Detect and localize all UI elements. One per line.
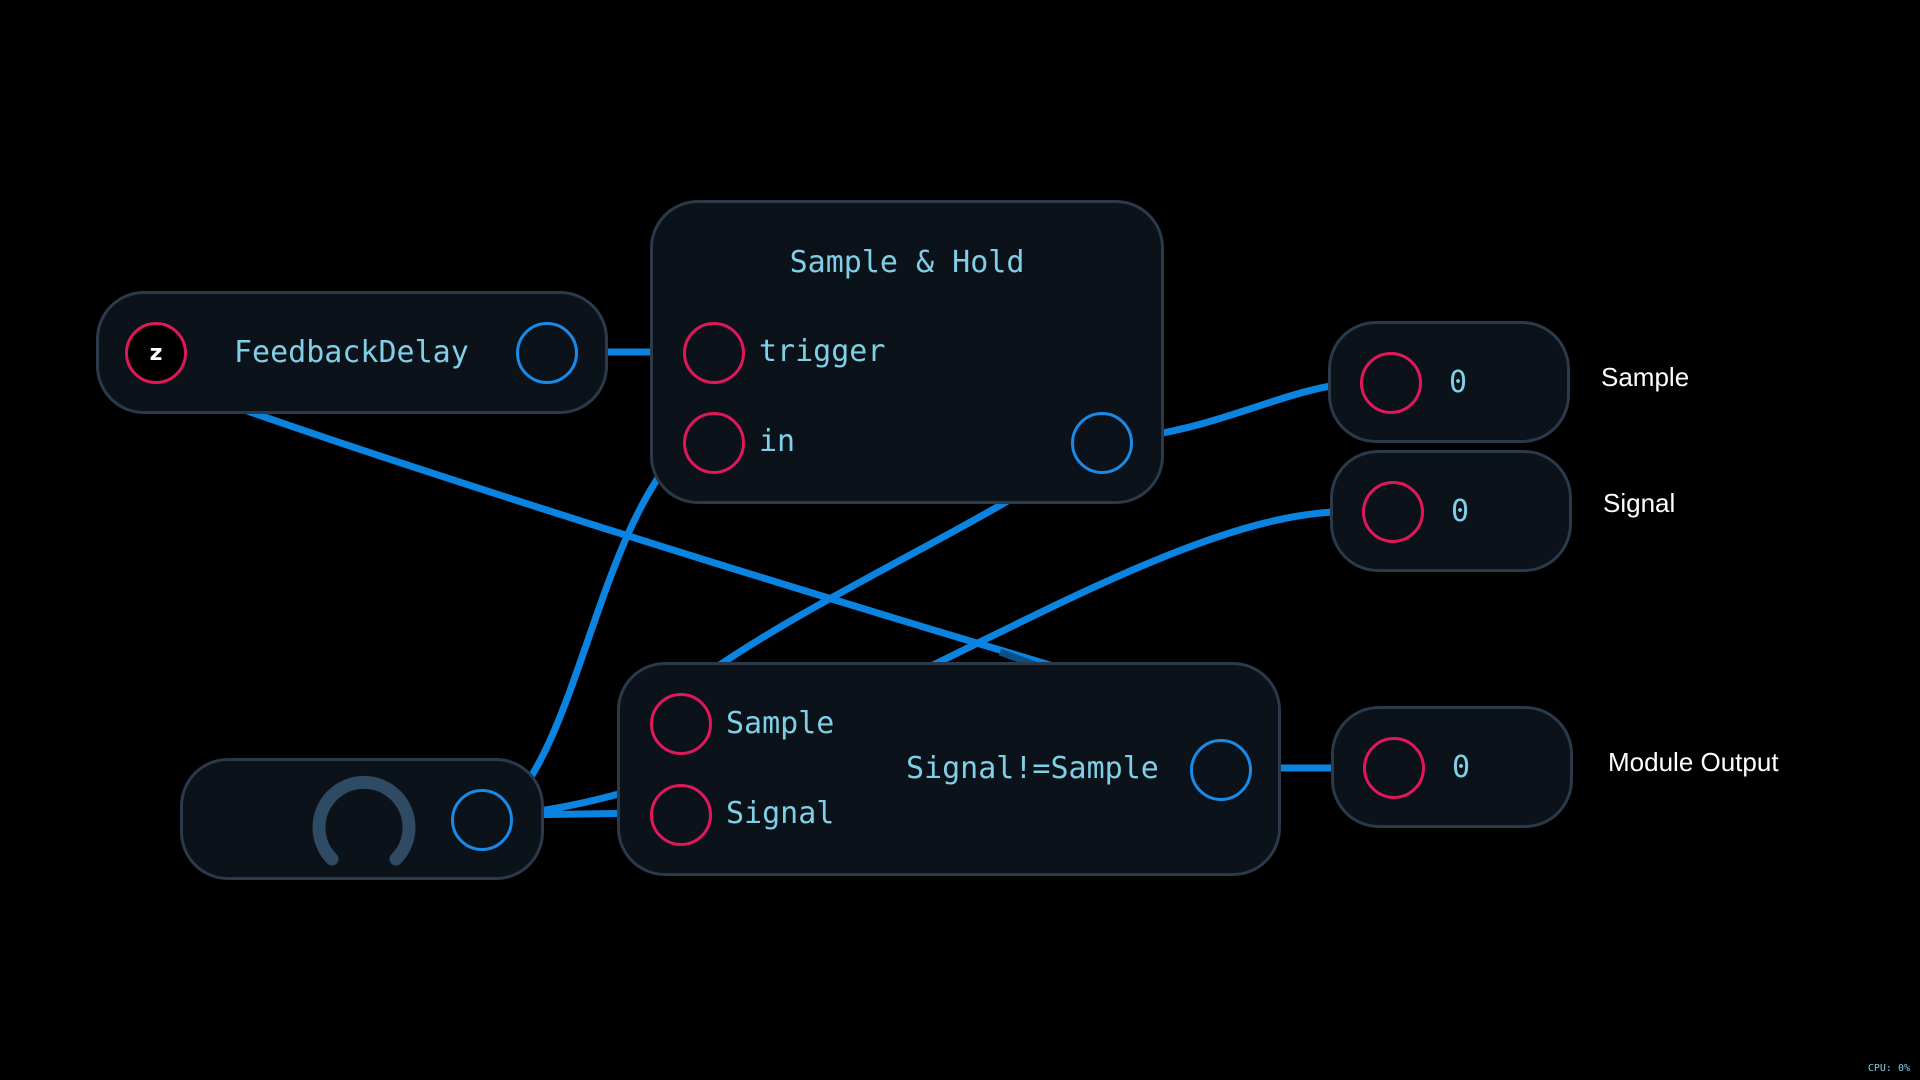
output-sample-label: Sample [1601,362,1690,392]
feedback-z-letter: z [149,340,163,366]
feedback-output-port[interactable] [516,322,578,384]
output-signal-value: 0 [1451,494,1470,529]
output-signal-port[interactable] [1362,481,1424,543]
output-module-label: Module Output [1608,747,1779,777]
compare-sample-label: Sample [726,706,835,741]
wire-sh-to-sample-output [1131,378,1358,442]
sample-hold-trigger-port[interactable] [683,322,745,384]
output-sample-value: 0 [1449,365,1468,400]
output-node-sample[interactable]: 0 [1328,321,1570,443]
sample-hold-title: Sample & Hold [789,245,1025,280]
compare-sample-port[interactable] [650,693,712,755]
sample-hold-trigger-label: trigger [759,334,886,369]
feedback-delay-node[interactable]: z FeedbackDelay [96,291,608,414]
knob-node[interactable] [180,758,544,880]
compare-title: Signal!=Sample [906,751,1159,786]
compare-output-port[interactable] [1190,739,1252,801]
output-module-value: 0 [1452,750,1471,785]
cpu-status: CPU: 0% [1867,1063,1910,1074]
output-sample-port[interactable] [1360,352,1422,414]
compare-signal-label: Signal [726,796,835,831]
output-module-port[interactable] [1363,737,1425,799]
compare-signal-port[interactable] [650,784,712,846]
knob-icon[interactable] [310,773,418,869]
sample-hold-output-port[interactable] [1071,412,1133,474]
output-node-signal[interactable]: 0 [1330,450,1572,572]
sample-hold-in-port[interactable] [683,412,745,474]
output-node-module[interactable]: 0 [1331,706,1573,828]
feedback-z-input-port[interactable]: z [125,322,187,384]
sample-hold-in-label: in [759,424,796,459]
knob-output-port[interactable] [451,789,513,851]
output-signal-label: Signal [1603,488,1676,518]
feedback-delay-title: FeedbackDelay [234,335,469,370]
compare-node[interactable]: Sample Signal Signal!=Sample [617,662,1281,876]
sample-hold-node[interactable]: Sample & Hold trigger in [650,200,1164,504]
